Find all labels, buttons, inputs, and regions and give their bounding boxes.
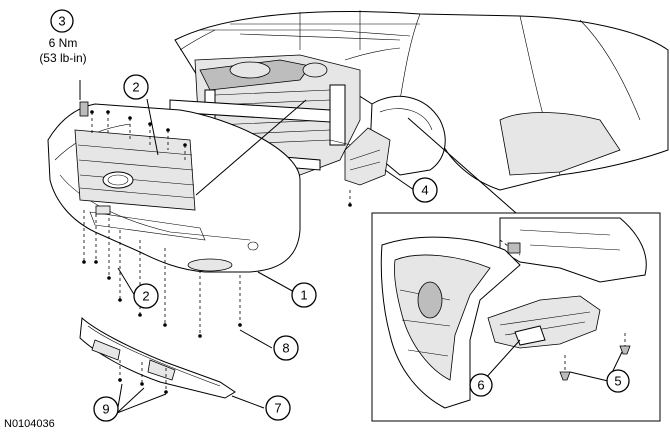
torque-spec-imperial: (53 lb-in)	[39, 51, 87, 65]
callout-7-label: 7	[274, 401, 281, 416]
callout-8: 8	[273, 335, 299, 361]
callout-2-lower: 2	[133, 283, 159, 309]
callout-6-label: 6	[477, 378, 484, 393]
callout-8-label: 8	[282, 341, 289, 356]
callout-1: 1	[291, 282, 317, 308]
fasteners	[79, 101, 242, 394]
callout-3-label: 3	[58, 14, 65, 29]
callout-7: 7	[265, 395, 291, 421]
callout-5: 5	[606, 369, 630, 393]
callout-2-upper-label: 2	[132, 80, 139, 95]
callout-9: 9	[93, 396, 119, 422]
callout-5-label: 5	[614, 374, 621, 389]
fender-splash-shield	[344, 127, 391, 207]
callout-2-upper: 2	[123, 74, 149, 100]
figure-id: N0104036	[4, 418, 55, 430]
callout-4-label: 4	[421, 183, 428, 198]
lower-air-deflector	[79, 316, 236, 399]
callout-6: 6	[469, 373, 493, 397]
callout-2-lower-label: 2	[142, 289, 149, 304]
callout-9-label: 9	[102, 402, 109, 417]
bumper-cover	[47, 103, 301, 273]
callout-4: 4	[412, 177, 438, 203]
callout-3: 3	[50, 9, 74, 33]
torque-spec-metric: 6 Nm	[48, 36, 78, 50]
callout-1-label: 1	[300, 288, 307, 303]
